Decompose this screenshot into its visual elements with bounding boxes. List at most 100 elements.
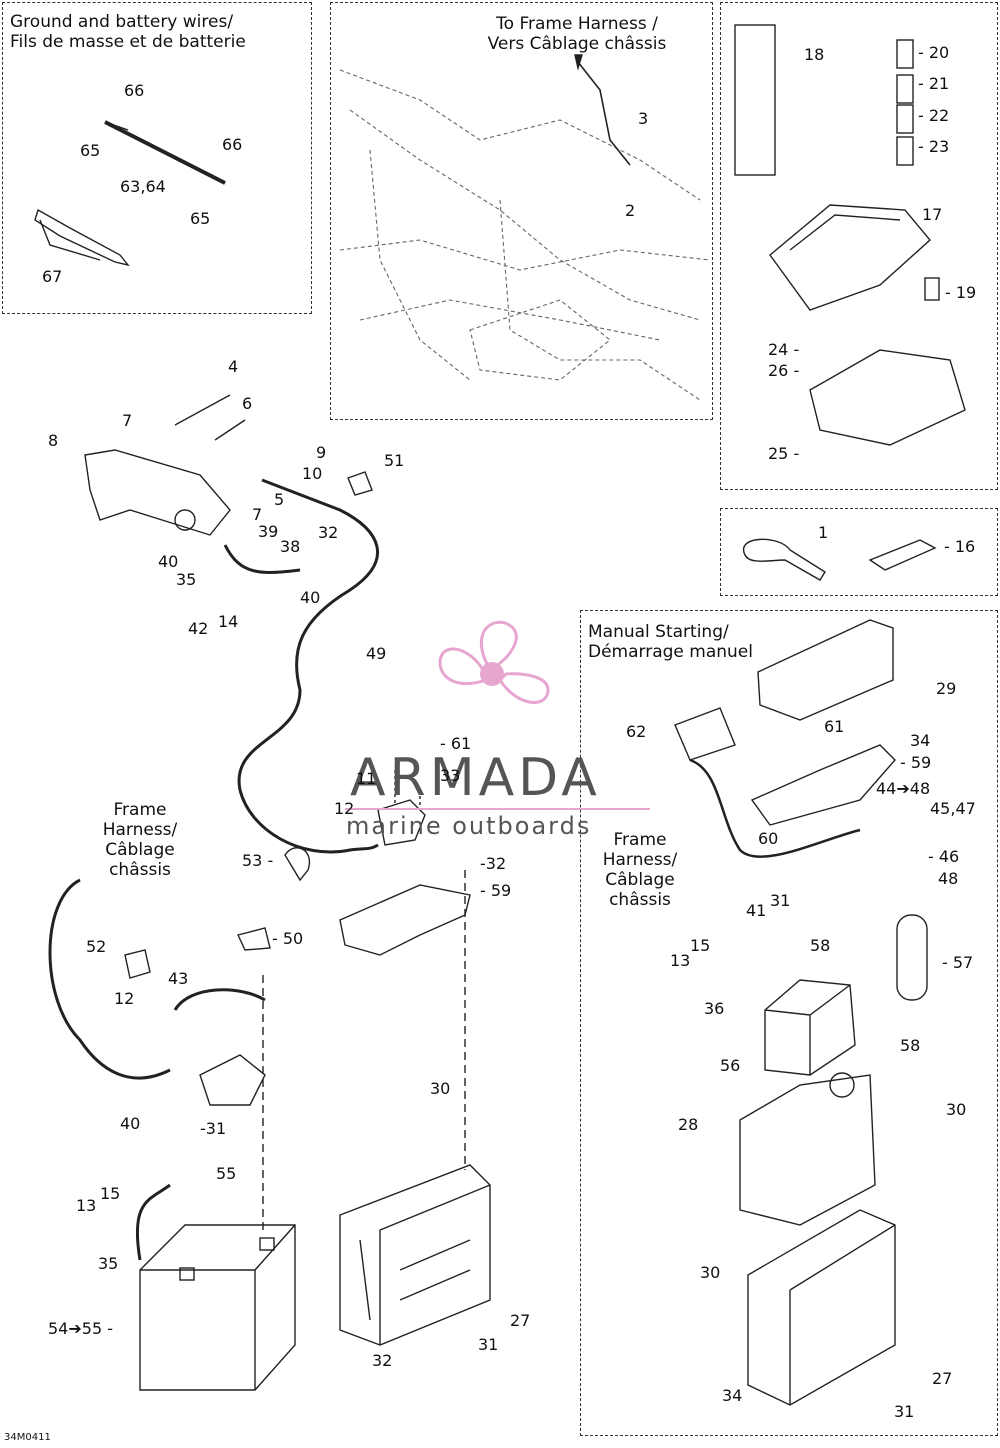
part-callout: - 16 <box>944 537 976 556</box>
part-callout: 25 - <box>768 444 800 463</box>
manual-icon <box>674 707 736 761</box>
part-callout: 10 <box>302 464 323 483</box>
part-callout: 11 <box>356 769 377 788</box>
frame-harness-label-right: Frame Harness/ Câblage châssis <box>602 830 678 910</box>
part-callout: 61 <box>824 717 845 736</box>
part-callout: 27 <box>510 1311 531 1330</box>
part-callout: 13 <box>670 951 691 970</box>
part-callout: - 50 <box>272 929 304 948</box>
relay-icon <box>199 1054 266 1106</box>
part-callout: 1 <box>818 523 829 542</box>
ground-wires-panel <box>2 2 312 314</box>
part-callout: 8 <box>48 431 59 450</box>
part-callout: 35 <box>176 570 197 589</box>
part-callout: 48 <box>938 869 959 888</box>
part-callout: 31 <box>478 1335 499 1354</box>
battery-tray-icon <box>339 1164 491 1346</box>
part-callout: 54➔55 - <box>48 1319 113 1338</box>
part-callout: 32 <box>318 523 339 542</box>
part-callout: - 57 <box>942 953 974 972</box>
part-callout: - 20 <box>918 43 950 62</box>
battery-right-icon <box>764 979 856 1076</box>
battery-box-icon <box>739 1074 876 1226</box>
part-callout: 9 <box>316 443 327 462</box>
armada-propeller-logo-icon <box>438 620 550 704</box>
part-callout: 53 - <box>242 851 274 870</box>
part-callout: 4 <box>228 357 239 376</box>
part-callout: 26 - <box>768 361 800 380</box>
part-callout: 60 <box>758 829 779 848</box>
part-callout: 28 <box>678 1115 699 1134</box>
part-callout: 24 - <box>768 340 800 359</box>
part-callout: 42 <box>188 619 209 638</box>
part-callout: 66 <box>124 81 145 100</box>
part-callout: 63,64 <box>120 177 166 196</box>
part-callout: 56 <box>720 1056 741 1075</box>
part-callout: - 61 <box>440 734 472 753</box>
part-callout: 31 <box>770 891 791 910</box>
part-callout: 5 <box>274 490 285 509</box>
watermark-rule <box>345 808 650 810</box>
part-callout: 39 <box>258 522 279 541</box>
part-callout: 30 <box>946 1100 967 1119</box>
ground-wires-title: Ground and battery wires/ Fils de masse … <box>10 12 246 52</box>
part-callout: 18 <box>804 45 825 64</box>
part-callout: 40 <box>300 588 321 607</box>
part-callout: 65 <box>80 141 101 160</box>
part-callout: 34 <box>910 731 931 750</box>
to-frame-harness-title: To Frame Harness / Vers Câblage châssis <box>487 14 667 54</box>
part-callout: 51 <box>384 451 405 470</box>
accessories-panel <box>720 508 998 596</box>
part-callout: 45,47 <box>930 799 976 818</box>
part-callout: -31 <box>200 1119 227 1138</box>
starter-motor-icon <box>84 449 231 536</box>
part-callout: - 59 <box>480 881 512 900</box>
fuse-block-icon <box>809 349 966 446</box>
part-callout: - 19 <box>945 283 977 302</box>
part-callout: 49 <box>366 644 387 663</box>
part-callout: 58 <box>900 1036 921 1055</box>
part-callout: 65 <box>190 209 211 228</box>
connector-icon <box>868 539 937 571</box>
part-callout: 7 <box>122 411 133 430</box>
fuse-box-panel <box>720 2 998 490</box>
part-callout: - 22 <box>918 106 950 125</box>
part-callout: - 21 <box>918 74 950 93</box>
part-callout: 43 <box>168 969 189 988</box>
part-callout: 40 <box>120 1114 141 1133</box>
manual-starting-panel <box>580 610 998 1436</box>
part-callout: 38 <box>280 537 301 556</box>
part-callout: 40 <box>158 552 179 571</box>
part-callout: 36 <box>704 999 725 1018</box>
diagram-code: 34M0411 <box>4 1432 51 1443</box>
part-callout: 27 <box>932 1369 953 1388</box>
fuse-holder-icon <box>769 204 931 311</box>
part-callout: 58 <box>810 936 831 955</box>
part-callout: 35 <box>98 1254 119 1273</box>
part-callout: 15 <box>100 1184 121 1203</box>
part-callout: 3 <box>638 109 649 128</box>
part-callout: 44➔48 <box>876 779 931 798</box>
capacitor-icon <box>896 914 928 1001</box>
part-callout: 13 <box>76 1196 97 1215</box>
part-callout: 30 <box>430 1079 451 1098</box>
part-callout: 2 <box>625 201 636 220</box>
fuse-label-icon <box>734 24 776 176</box>
frame-harness-label-left: Frame Harness/ Câblage châssis <box>102 800 178 880</box>
part-callout: 34 <box>722 1386 743 1405</box>
frame-sketch-icon <box>339 69 711 401</box>
part-callout: - 59 <box>900 753 932 772</box>
part-callout: -32 <box>480 854 507 873</box>
manual-starting-title: Manual Starting/ Démarrage manuel <box>588 622 753 662</box>
part-callout: 29 <box>936 679 957 698</box>
crimp-tool-icon <box>34 208 130 267</box>
part-callout: 66 <box>222 135 243 154</box>
positive-cable-icon <box>237 478 380 854</box>
part-callout: - 46 <box>928 847 960 866</box>
part-callout: 6 <box>242 394 253 413</box>
part-callout: 67 <box>42 267 63 286</box>
part-callout: 17 <box>922 205 943 224</box>
part-callout: 32 <box>372 1351 393 1370</box>
part-callout: 7 <box>252 505 263 524</box>
bracket-icon <box>339 884 471 956</box>
